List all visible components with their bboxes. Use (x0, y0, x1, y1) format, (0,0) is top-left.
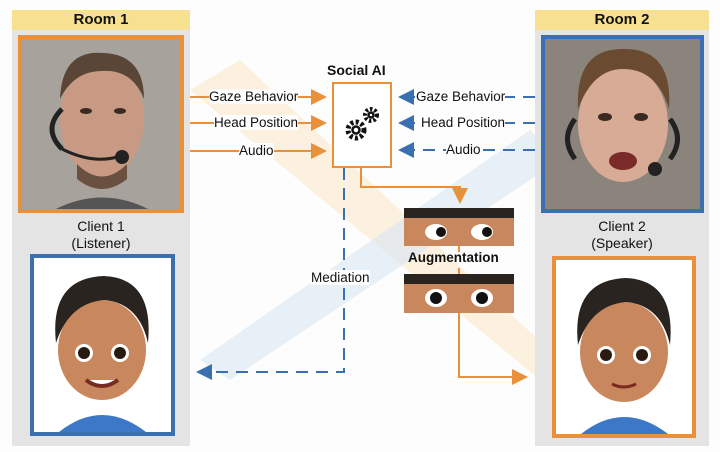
client-2-caption: Client 2 (Speaker) (535, 218, 709, 252)
augmentation-label: Augmentation (408, 250, 499, 265)
client-1-caption: Client 1 (Listener) (12, 218, 190, 252)
eyes-averted-art (404, 208, 514, 240)
right-head-label: Head Position (421, 115, 506, 130)
client-2-video (541, 35, 704, 213)
client-1-role: (Listener) (71, 235, 131, 251)
right-gaze-label: Gaze Behavior (416, 89, 506, 104)
client-1-video (18, 35, 184, 213)
eyes-averted (404, 208, 514, 246)
client-2-role: (Speaker) (591, 235, 653, 251)
right-audio-label: Audio (446, 142, 481, 157)
person-2-photo (545, 39, 700, 209)
room-2-title: Room 2 (535, 10, 709, 30)
mediation-label: Mediation (311, 270, 370, 285)
eyes-direct (404, 274, 514, 313)
gears-icon (345, 107, 379, 141)
person-1-photo (22, 39, 180, 209)
room-1-title: Room 1 (12, 10, 190, 30)
avatar-1-face (55, 276, 149, 432)
client-2-avatar (552, 256, 696, 438)
social-ai-box (332, 82, 392, 168)
client-1-avatar (30, 254, 175, 436)
blue-bg-arrow (200, 130, 560, 380)
left-head-label: Head Position (214, 115, 299, 130)
client-2-name: Client 2 (598, 218, 646, 234)
left-gaze-label: Gaze Behavior (209, 89, 299, 104)
social-ai-title: Social AI (327, 62, 386, 78)
eyes-direct-art (404, 274, 514, 307)
left-audio-label: Audio (239, 143, 274, 158)
avatar-2-face (577, 278, 671, 434)
client-1-name: Client 1 (77, 218, 125, 234)
